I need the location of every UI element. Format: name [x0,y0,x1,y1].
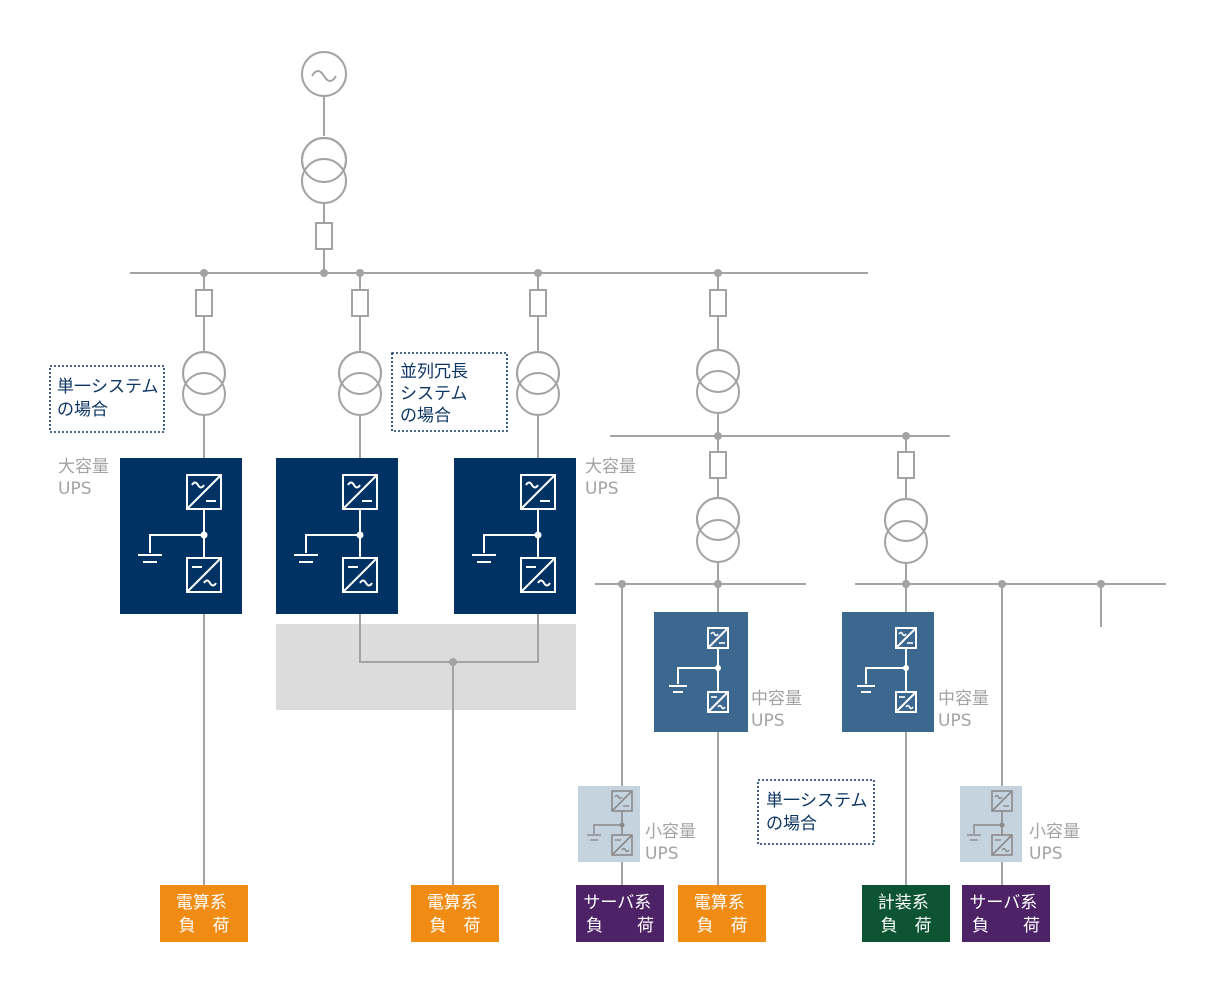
medium-ups-2 [842,612,934,732]
svg-text:単一システム の場合: 単一システム の場合 [766,791,873,834]
load-box-4: 電算系 負 荷 [678,885,766,942]
medium-ups-1 [654,612,748,732]
svg-text:並列冗長 システム の場合: 並列冗長 システム の場合 [400,362,473,426]
small-ups-2 [960,786,1022,862]
breaker-icon [195,289,213,317]
ups-label-medium-1: 中容量 UPS [751,689,807,731]
transformer-icon [182,351,226,416]
main-breaker-icon [315,222,333,250]
load-box-5: 計装系 負 荷 [862,885,950,942]
small-ups-1 [578,786,640,862]
breaker-icon [709,289,727,317]
generator-icon [301,51,347,97]
svg-text:サーバ系 負 荷: サーバ系 負 荷 [969,893,1042,936]
note-single-system-2: 単一システム の場合 [757,779,875,845]
svg-text:計装系 負 荷: 計装系 負 荷 [878,893,934,936]
breaker-icon [529,289,547,317]
transformer-icon [696,497,740,563]
svg-text:電算系 負 荷: 電算系 負 荷 [427,893,483,936]
breaker-icon [709,451,727,479]
svg-text:単一システム の場合: 単一システム の場合 [57,377,164,420]
large-ups-2 [276,458,398,614]
large-ups-1 [120,458,242,614]
transformer-icon [338,351,382,416]
breaker-icon [897,451,915,479]
load-box-6: サーバ系 負 荷 [962,885,1050,942]
ups-label-small-2: 小容量 UPS [1029,822,1085,864]
large-ups-3 [454,458,576,614]
note-single-system-1: 単一システム の場合 [49,365,165,433]
ups-label-small-1: 小容量 UPS [645,822,701,864]
ups-label-large-1: 大容量 UPS [58,457,114,499]
ups-label-large-2: 大容量 UPS [585,457,641,499]
ups-label-medium-2: 中容量 UPS [938,689,994,731]
load-box-3: サーバ系 負 荷 [576,885,664,942]
breaker-icon [351,289,369,317]
load-box-2: 電算系 負 荷 [411,885,499,942]
parallel-redundant-zone [276,624,576,710]
svg-text:電算系 負 荷: 電算系 負 荷 [176,893,232,936]
svg-text:電算系 負 荷: 電算系 負 荷 [694,893,750,936]
transformer-icon [696,349,740,414]
load-box-1: 電算系 負 荷 [160,885,248,942]
transformer-icon [884,498,928,564]
note-parallel-redundant: 並列冗長 システム の場合 [391,352,508,432]
svg-text:サーバ系 負 荷: サーバ系 負 荷 [583,893,656,936]
transformer-icon [516,351,560,416]
main-transformer-icon [301,137,347,204]
